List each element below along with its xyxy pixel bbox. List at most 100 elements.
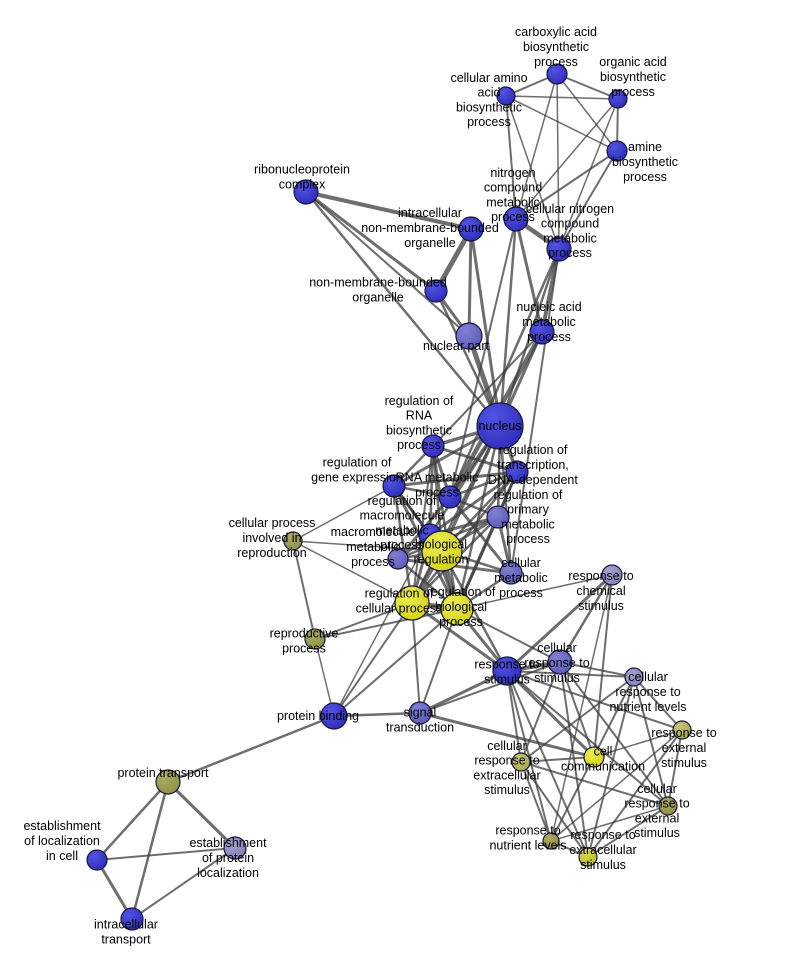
node-regulation-of-cellular-process[interactable]: regulation of cellular process [394, 585, 430, 621]
edge-regulation-of-cellular-process--cellular-process-involved-in-reproduction [292, 540, 413, 604]
edge-ribonucleoprotein-complex--intracellular-non-membrane-bounded-organelle [304, 190, 473, 231]
edge-cellular-response-to-stimulus--cellular-response-to-extracellular-stimulus [520, 661, 561, 763]
edge-cellular-response-to-nutrient-levels--cellular-response-to-extracellular-stimulus [520, 676, 635, 763]
edge-protein-transport--establishment-of-localization-in-cell [95, 780, 170, 862]
edge-ribonucleoprotein-complex--nuclear-part [305, 191, 470, 337]
node-rna-metabolic-process[interactable]: RNA metabolic process [438, 485, 462, 509]
node-signal-transduction[interactable]: signal transduction [408, 701, 432, 725]
node-intracellular-transport[interactable]: intracellular transport [120, 907, 144, 931]
node-organic-acid-biosynthetic-process[interactable]: organic acid biosynthetic process [608, 89, 628, 109]
edge-protein-transport--intracellular-transport [130, 780, 170, 921]
edge-response-to-stimulus--cellular-response-to-extracellular-stimulus [506, 670, 522, 763]
edge-biological-regulation--response-to-stimulus [440, 549, 509, 673]
node-regulation-of-primary-metabolic-process[interactable]: regulation of primary metabolic process [486, 505, 510, 529]
edge-carboxylic-acid-biosynthetic-process--amine-biosynthetic-process [556, 73, 618, 152]
node-nucleus[interactable]: nucleus [476, 402, 524, 450]
edge-cellular-amino-acid-biosynthetic-process--nitrogen-compound-metabolic-process [505, 95, 517, 220]
node-protein-transport[interactable]: protein transport [155, 769, 181, 795]
edge-response-to-external-stimulus--response-to-extracellular-stimulus [587, 729, 683, 858]
edge-protein-binding--signal-transduction [332, 711, 422, 718]
node-cellular-process-involved-in-reproduction[interactable]: cellular process involved in reproductio… [283, 531, 303, 551]
edge-regulation-of-transcription-dna-dependent--rna-metabolic-process [448, 470, 519, 499]
edge-response-to-stimulus--response-to-chemical-stimulus [505, 573, 614, 673]
edge-organic-acid-biosynthetic-process--cellular-amino-acid-biosynthetic-process [505, 95, 619, 100]
node-amine-biosynthetic-process[interactable]: amine biosynthetic process [606, 140, 628, 162]
node-ribonucleoprotein-complex[interactable]: ribonucleoprotein complex [293, 179, 319, 205]
node-intracellular-non-membrane-bounded-organelle[interactable]: intracellular non-membrane-bounded organ… [458, 216, 484, 242]
edge-cellular-response-to-external-stimulus--response-to-extracellular-stimulus [587, 805, 669, 858]
node-nitrogen-compound-metabolic-process[interactable]: nitrogen compound metabolic process [503, 206, 529, 232]
node-response-to-stimulus[interactable]: response to stimulus [492, 656, 522, 686]
node-response-to-chemical-stimulus[interactable]: response to chemical stimulus [601, 564, 623, 586]
node-layer: carboxylic acid biosynthetic process orga… [86, 63, 692, 931]
edge-cellular-response-to-nutrient-levels--response-to-external-stimulus [633, 676, 683, 731]
node-cellular-response-to-external-stimulus[interactable]: cellular response to external stimulus [658, 796, 678, 816]
edge-nucleus--regulation-of-biological-process [455, 424, 502, 611]
edge-carboxylic-acid-biosynthetic-process--organic-acid-biosynthetic-process [556, 73, 619, 100]
node-macromolecule-metabolic-process[interactable]: macromolecule metabolic process [387, 548, 409, 570]
edge-response-to-chemical-stimulus--cell-communication [593, 574, 613, 758]
node-regulation-of-gene-expression[interactable]: regulation of gene expression [382, 474, 406, 498]
node-reproductive-process[interactable]: reproductive process [304, 628, 326, 650]
node-cellular-amino-acid-biosynthetic-process[interactable]: cellular amino acid biosynthetic process [496, 86, 516, 106]
node-cellular-response-to-extracellular-stimulus[interactable]: cellular response to extracellular stimu… [511, 752, 531, 772]
node-cellular-response-to-nutrient-levels[interactable]: cellular response to nutrient levels [624, 667, 644, 687]
node-response-to-extracellular-stimulus[interactable]: response to extracellular stimulus [578, 847, 598, 867]
edge-cellular-response-to-stimulus--cellular-response-to-external-stimulus [559, 661, 669, 807]
node-response-to-external-stimulus[interactable]: response to external stimulus [672, 720, 692, 740]
edge-regulation-of-biological-process--response-to-chemical-stimulus [456, 574, 613, 610]
edge-signal-transduction--cell-communication [418, 711, 596, 759]
node-regulation-of-transcription-dna-dependent[interactable]: regulation of transcription, DNA-depende… [505, 460, 529, 484]
edge-establishment-of-protein-localization--intracellular-transport [131, 847, 236, 920]
edge-regulation-of-biological-process--cellular-response-to-stimulus [456, 608, 561, 663]
node-establishment-of-protein-localization[interactable]: establishment of protein localization [223, 836, 247, 860]
node-cellular-response-to-stimulus[interactable]: cellular response to stimulus [547, 649, 573, 675]
node-regulation-of-rna-biosynthetic-process[interactable]: regulation of RNA biosynthetic process [421, 434, 445, 458]
node-carboxylic-acid-biosynthetic-process[interactable]: carboxylic acid biosynthetic process [546, 63, 568, 85]
edge-protein-transport--establishment-of-protein-localization [166, 780, 237, 850]
node-non-membrane-bounded-organelle[interactable]: non-membrane-bounded organelle [424, 279, 448, 303]
node-establishment-of-localization-in-cell[interactable]: establishment of localization in cell [86, 849, 108, 871]
node-label-nuclear-part: nuclear part [423, 339, 490, 353]
node-regulation-of-biological-process[interactable]: regulation of biological process [440, 592, 474, 626]
edge-cellular-response-to-extracellular-stimulus--response-to-nutrient-levels [520, 761, 552, 842]
node-cellular-metabolic-process[interactable]: cellular metabolic process [499, 561, 523, 585]
edge-intracellular-non-membrane-bounded-organelle--nucleus [469, 227, 502, 428]
node-biological-regulation[interactable]: biological regulation [421, 530, 463, 572]
edge-cellular-nitrogen-compound-metabolic-process--nucleus [498, 247, 561, 428]
edge-regulation-of-transcription-dna-dependent--regulation-of-macromolecule-metabolic-process [428, 470, 519, 537]
node-response-to-nutrient-levels[interactable]: response to nutrient levels [542, 832, 560, 850]
node-cell-communication[interactable]: cell communication [583, 746, 605, 768]
edge-response-to-stimulus--response-to-external-stimulus [506, 670, 683, 731]
node-nuclear-part[interactable]: nuclear part [455, 322, 483, 350]
edge-cellular-response-to-stimulus--cell-communication [559, 661, 595, 758]
node-nucleic-acid-metabolic-process[interactable]: nucleic acid metabolic process [529, 319, 555, 345]
node-protein-binding[interactable]: protein binding [320, 702, 348, 730]
edge-ribonucleoprotein-complex--non-membrane-bounded-organelle [304, 190, 438, 293]
edge-establishment-of-localization-in-cell--establishment-of-protein-localization [96, 847, 236, 861]
edge-cellular-response-to-stimulus--response-to-extracellular-stimulus [559, 661, 589, 858]
edge-amine-biosynthetic-process--cellular-nitrogen-compound-metabolic-process [558, 150, 618, 250]
edge-ribonucleoprotein-complex--nucleus [304, 190, 502, 428]
edge-regulation-of-biological-process--protein-binding [333, 608, 458, 717]
node-cellular-nitrogen-compound-metabolic-process[interactable]: cellular nitrogen compound metabolic pro… [546, 236, 572, 262]
edge-non-membrane-bounded-organelle--nucleus [434, 289, 502, 428]
